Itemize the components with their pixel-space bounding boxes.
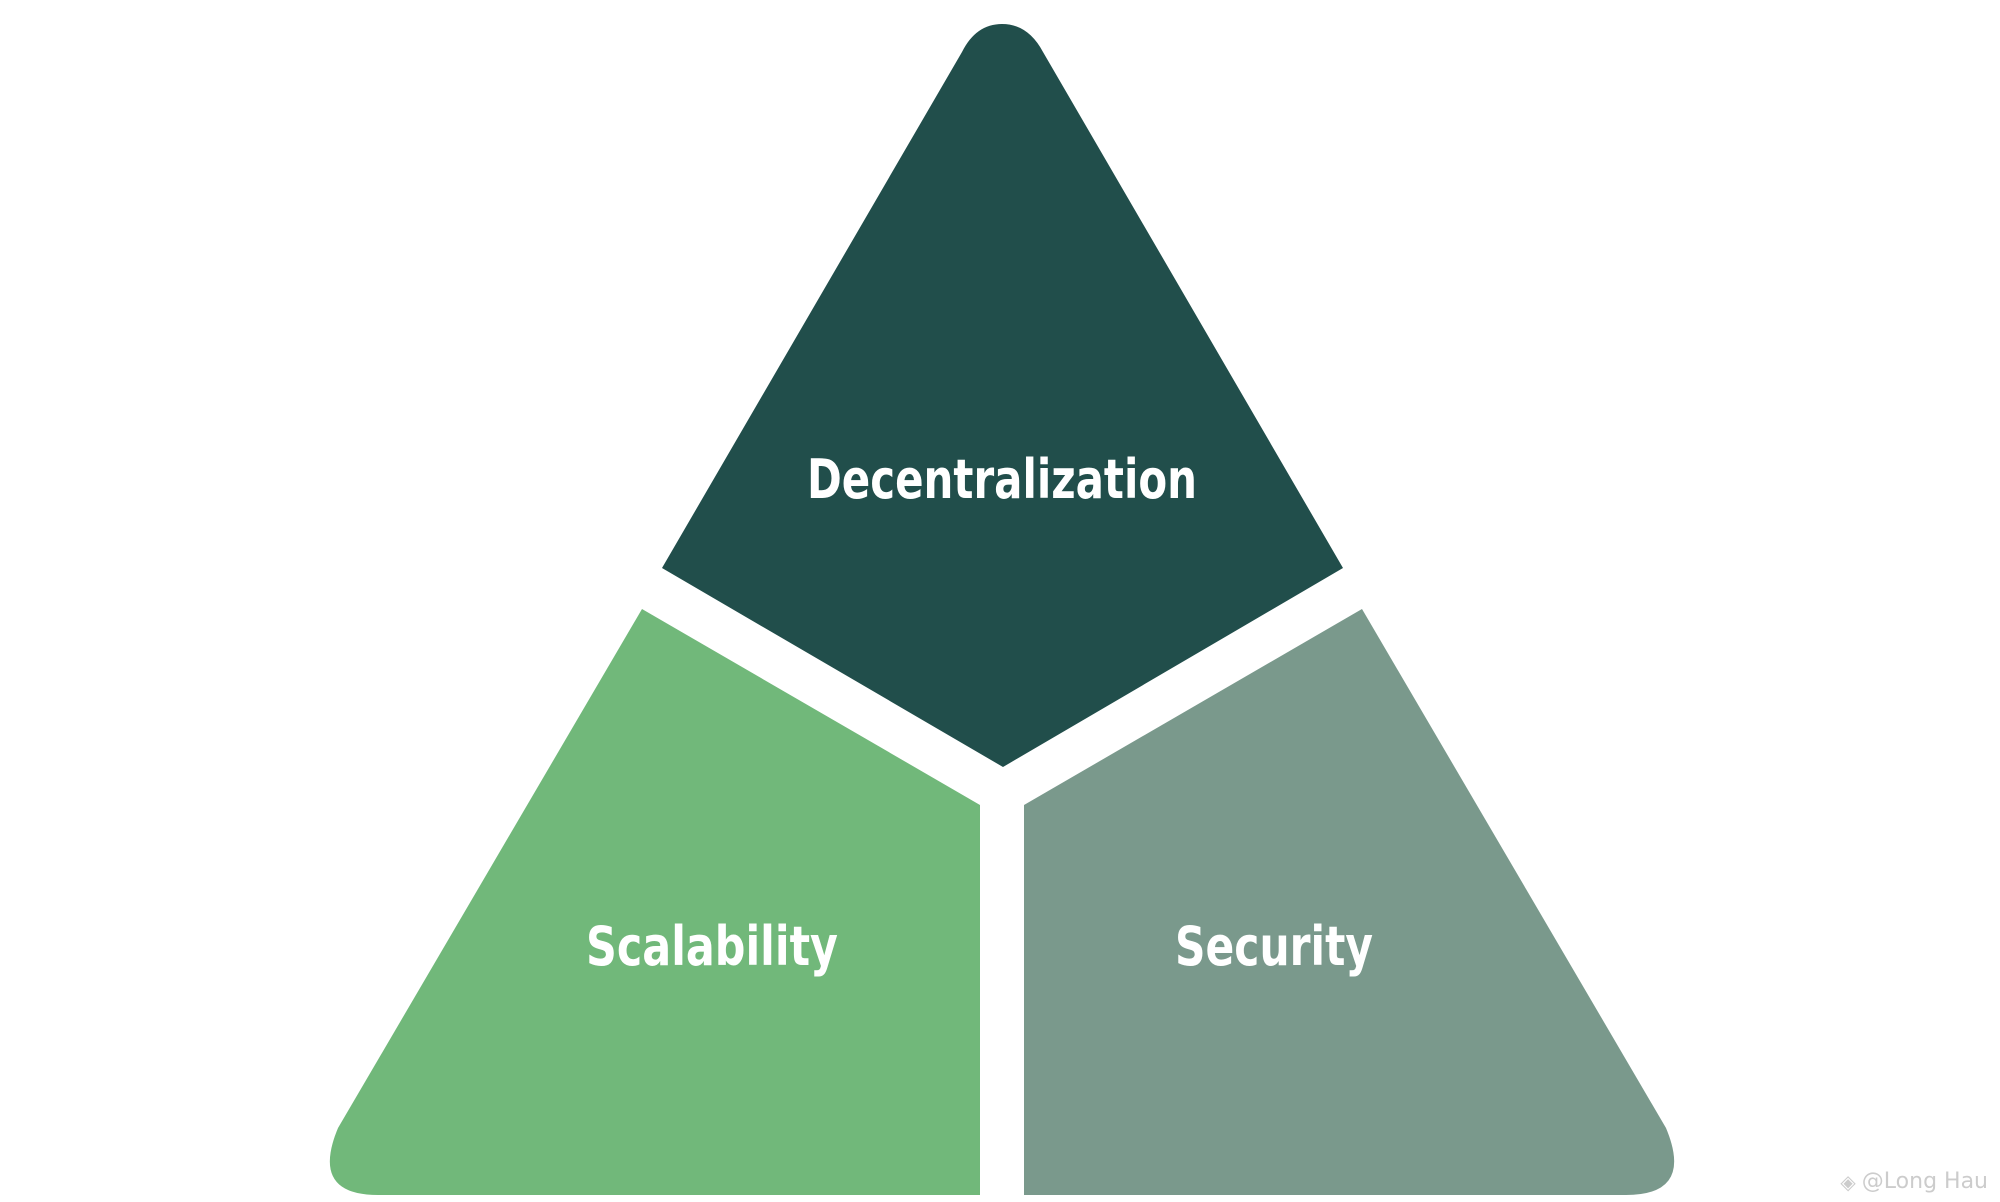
segment-decentralization [662,24,1343,767]
label-scalability: Scalability [586,915,838,978]
watermark-text: @Long Hau [1861,1169,1988,1194]
label-decentralization: Decentralization [807,448,1197,511]
binance-logo-icon: ◈ [1840,1169,1856,1194]
watermark: ◈ @Long Hau [1840,1169,1988,1194]
label-security: Security [1175,915,1373,978]
segment-scalability [329,609,980,1195]
segment-security [1024,609,1675,1195]
